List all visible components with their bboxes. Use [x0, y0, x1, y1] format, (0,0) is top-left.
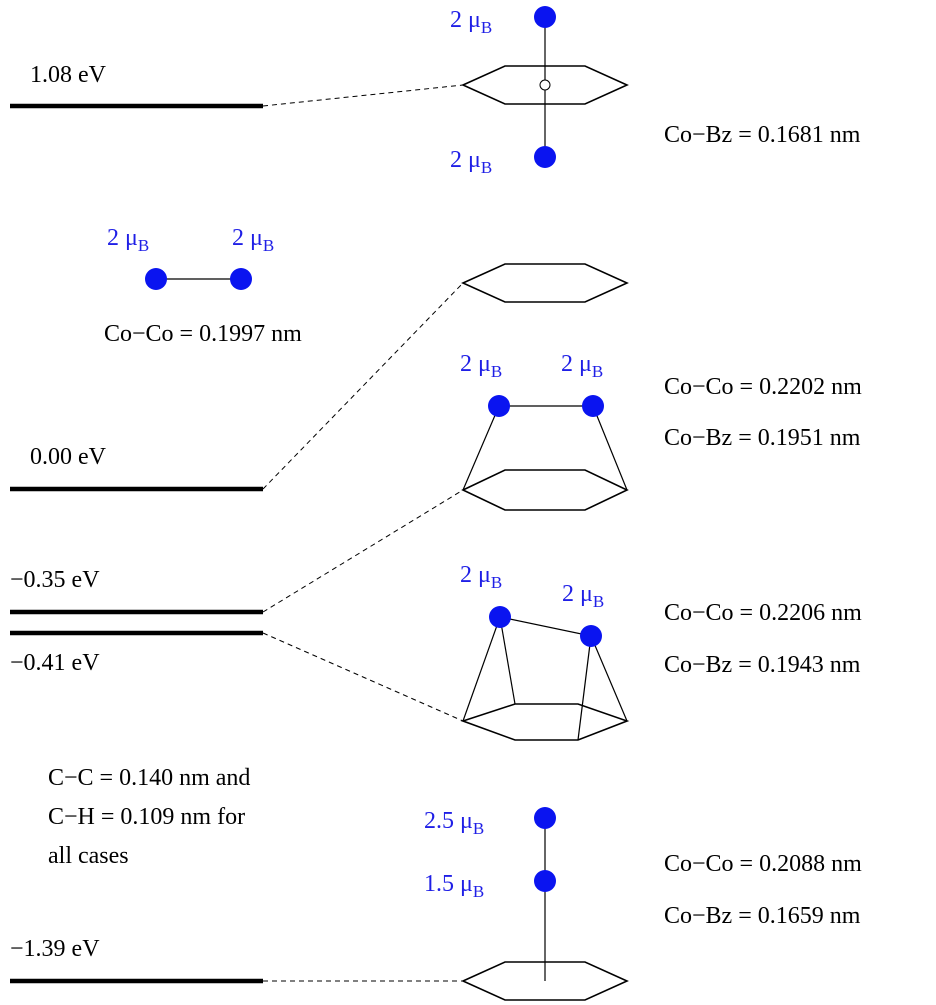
- energy-label-3: −0.35 eV: [10, 567, 100, 593]
- cobalt-atom: [488, 395, 510, 417]
- energy-label-2: 0.00 eV: [30, 444, 107, 470]
- distance-label: Co−Co = 0.1997 nm: [104, 321, 302, 347]
- moment-label: 2 μB: [107, 225, 149, 255]
- cobalt-atom: [489, 606, 511, 628]
- connector-4: [262, 632, 464, 722]
- distance-label: Co−Bz = 0.1943 nm: [664, 652, 861, 678]
- benzene-ring: [461, 469, 629, 511]
- cobalt-atom: [582, 395, 604, 417]
- note-line: C−C = 0.140 nm and: [48, 765, 250, 791]
- co-bz-bond: [462, 405, 500, 491]
- benzene-ring: [460, 703, 630, 741]
- distance-label: Co−Bz = 0.1951 nm: [664, 425, 861, 451]
- distance-label: Co−Co = 0.2202 nm: [664, 374, 862, 400]
- moment-label: 2.5 μB: [424, 808, 484, 838]
- benzene-ring: [461, 961, 629, 1001]
- structure-co-dimer: 2 μB 2 μB: [107, 225, 274, 290]
- note-line: C−H = 0.109 nm for: [48, 804, 245, 830]
- note-line: all cases: [48, 843, 129, 869]
- distance-label: Co−Co = 0.2088 nm: [664, 851, 862, 877]
- benzene-ring: [461, 263, 629, 303]
- structure-sandwich: 2 μB 2 μB: [450, 6, 629, 177]
- cobalt-atom: [534, 146, 556, 168]
- connector-2: [262, 282, 464, 490]
- energy-label-1: 1.08 eV: [30, 62, 107, 88]
- moment-label: 2 μB: [450, 7, 492, 37]
- cobalt-atom: [230, 268, 252, 290]
- cobalt-atom: [145, 268, 167, 290]
- distance-label: Co−Bz = 0.1659 nm: [664, 903, 861, 929]
- cobalt-atom: [534, 6, 556, 28]
- moment-label: 2 μB: [232, 225, 274, 255]
- moment-label: 1.5 μB: [424, 871, 484, 901]
- connector-3: [262, 489, 464, 613]
- energy-label-4: −0.41 eV: [10, 650, 100, 676]
- moment-label: 2 μB: [460, 351, 502, 381]
- co-bz-bond: [462, 616, 501, 722]
- cobalt-atom: [580, 625, 602, 647]
- structure-co2-tilted: 2 μB 2 μB: [460, 562, 630, 741]
- cobalt-atom: [534, 807, 556, 829]
- co-bz-bond: [577, 635, 592, 741]
- structure-co2-vertical: 2.5 μB 1.5 μB: [424, 807, 629, 1001]
- co-bz-bond: [592, 405, 628, 491]
- moment-label: 2 μB: [562, 581, 604, 611]
- co-bz-bond: [499, 616, 516, 705]
- structure-co2-on-benzene: 2 μB 2 μB: [460, 351, 629, 511]
- ring-center-marker: [539, 79, 551, 91]
- connector-1: [262, 84, 464, 107]
- co-bz-bond: [590, 635, 628, 722]
- benzene-ring: [461, 65, 629, 105]
- distance-label: Co−Bz = 0.1681 nm: [664, 122, 861, 148]
- moment-label: 2 μB: [460, 562, 502, 592]
- distance-label: Co−Co = 0.2206 nm: [664, 600, 862, 626]
- moment-label: 2 μB: [561, 351, 603, 381]
- cobalt-atom: [534, 870, 556, 892]
- co-co-bond: [499, 616, 592, 637]
- energy-label-5: −1.39 eV: [10, 936, 100, 962]
- moment-label: 2 μB: [450, 147, 492, 177]
